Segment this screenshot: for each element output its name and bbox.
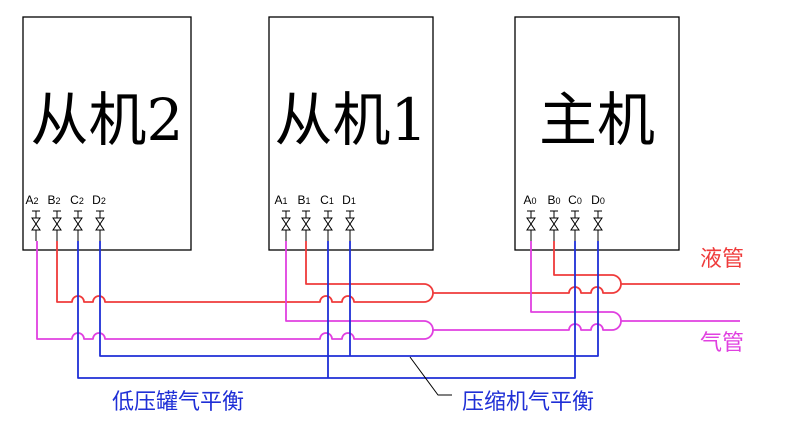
- unit-slave2-title: 从机2: [31, 86, 184, 154]
- valve-a1: [281, 210, 291, 241]
- low-pressure-balance-pipe: [77, 241, 576, 379]
- valve-symbols: [31, 210, 603, 241]
- valve-d2: [95, 210, 105, 241]
- valve-b2: [52, 210, 62, 241]
- valve-d0: [593, 210, 603, 241]
- port-label-b0: B0: [547, 193, 560, 207]
- compressor-balance-leader: [409, 356, 452, 396]
- unit-slave1: 从机1: [268, 16, 434, 251]
- unit-slave1-title: 从机1: [275, 86, 428, 154]
- port-label-d2: D2: [92, 193, 106, 207]
- port-label-a0: A0: [523, 193, 536, 207]
- port-label-d1: D1: [342, 193, 356, 207]
- port-label-c0: C0: [568, 193, 582, 207]
- unit-master-title: 主机: [539, 86, 655, 154]
- pipes: [36, 241, 740, 396]
- valve-c2: [73, 210, 83, 241]
- compressor-balance-label: 压缩机气平衡: [462, 390, 594, 415]
- valve-d1: [345, 210, 355, 241]
- valve-c1: [323, 210, 333, 241]
- low-pressure-balance-label: 低压罐气平衡: [112, 390, 244, 415]
- port-label-a1: A1: [274, 193, 287, 207]
- valve-a0: [526, 210, 536, 241]
- valve-c0: [570, 210, 580, 241]
- port-labels: A2 B2 C2 D2 A1 B1 C1 D1 A0 B0 C0 D0: [25, 193, 604, 207]
- port-label-b2: B2: [47, 193, 60, 207]
- liquid-pipe-label: 液管: [700, 247, 744, 272]
- valve-a2: [31, 210, 41, 241]
- unit-slave2: 从机2: [22, 16, 192, 251]
- unit-slave2-box: [22, 16, 192, 251]
- compressor-balance-pipe: [99, 241, 599, 357]
- valve-b1: [301, 210, 311, 241]
- gas-pipe: [36, 241, 740, 340]
- port-label-c2: C2: [70, 193, 84, 207]
- liquid-pipe: [56, 241, 740, 303]
- unit-master-box: [514, 16, 680, 251]
- port-label-b1: B1: [297, 193, 310, 207]
- port-label-c1: C1: [320, 193, 334, 207]
- port-label-a2: A2: [25, 193, 38, 207]
- valve-b0: [549, 210, 559, 241]
- port-label-d0: D0: [591, 193, 605, 207]
- unit-master: 主机: [514, 16, 680, 251]
- gas-pipe-label: 气管: [700, 331, 744, 356]
